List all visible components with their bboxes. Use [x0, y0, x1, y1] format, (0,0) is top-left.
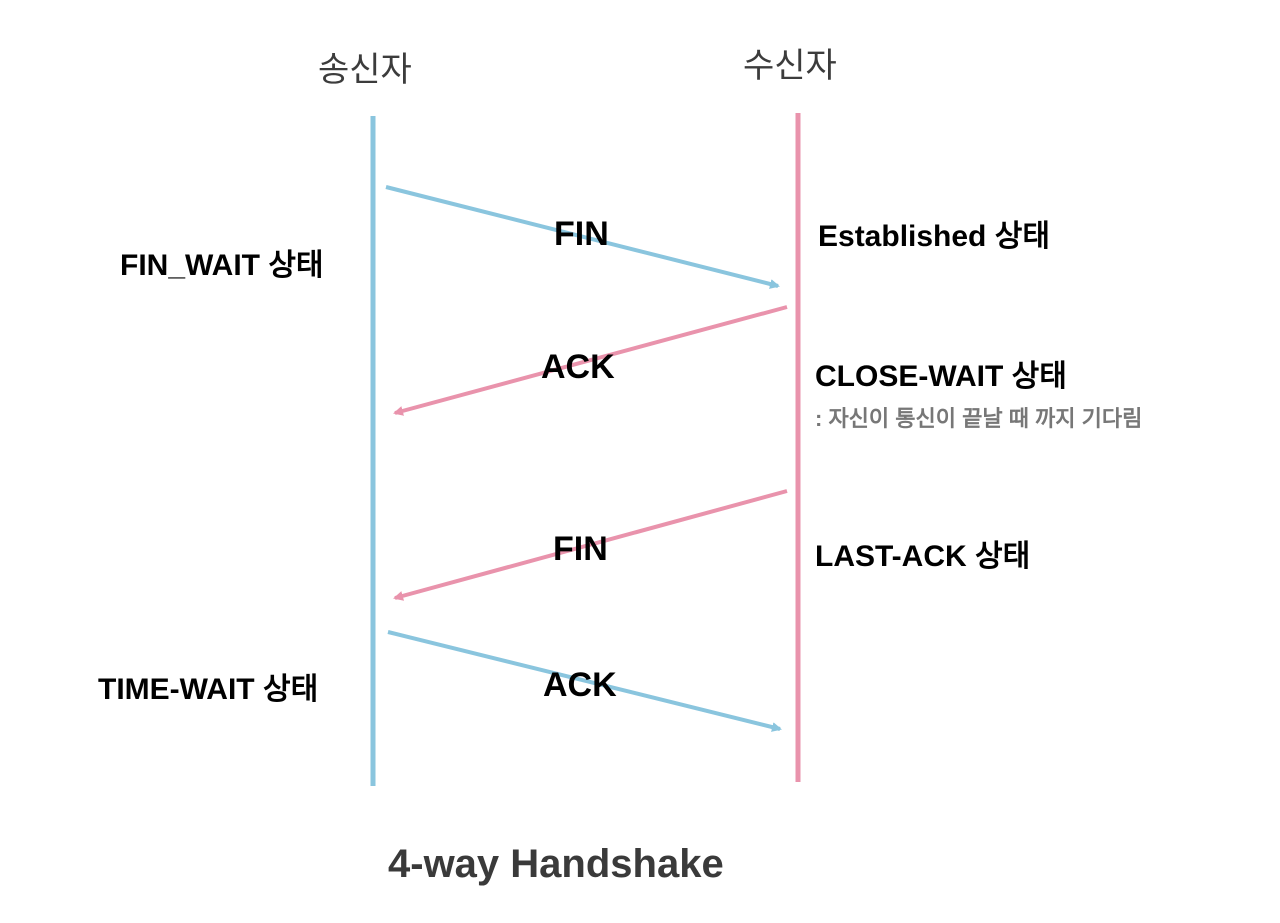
diagram-title: 4-way Handshake	[388, 842, 724, 886]
message-label-ack-2: ACK	[543, 666, 617, 704]
receiver-actor-label: 수신자	[743, 47, 837, 85]
fin-arrow-sender-to-receiver	[385, 185, 780, 289]
close-wait-state-label: CLOSE-WAIT 상태	[815, 360, 1067, 393]
message-label-fin-1: FIN	[554, 215, 609, 253]
time-wait-state-label: TIME-WAIT 상태	[98, 673, 319, 706]
sender-actor-label: 송신자	[318, 51, 412, 89]
fin-wait-state-label: FIN_WAIT 상태	[120, 249, 324, 282]
ack-arrow-receiver-to-sender	[393, 305, 788, 416]
established-state-label: Established 상태	[818, 220, 1050, 253]
message-label-ack-1: ACK	[541, 348, 615, 386]
last-ack-state-label: LAST-ACK 상태	[815, 540, 1031, 573]
message-label-fin-2: FIN	[553, 530, 608, 568]
fin-arrow-receiver-to-sender	[393, 489, 788, 601]
ack-arrow-sender-to-receiver	[387, 630, 782, 732]
close-wait-note: : 자신이 통신이 끝날 때 까지 기다림	[815, 406, 1143, 431]
